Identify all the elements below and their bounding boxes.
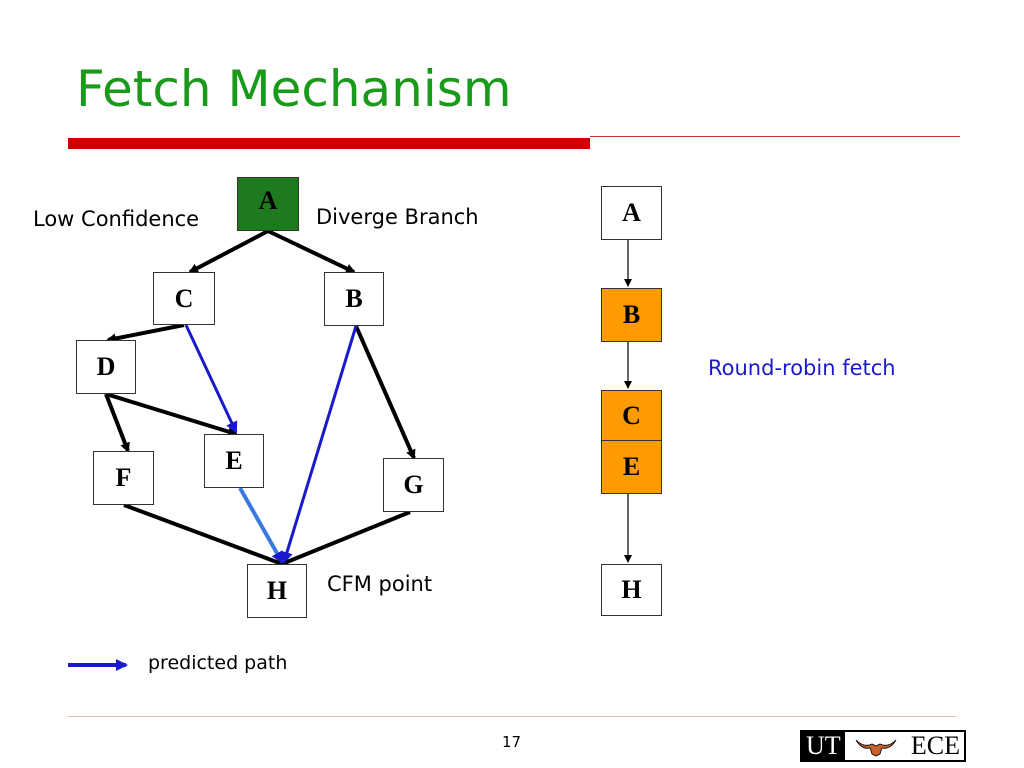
- node-f: F: [93, 451, 154, 505]
- fetch-node-h: H: [601, 564, 662, 616]
- footer-rule: [68, 716, 956, 717]
- edge-a-b: [267, 229, 356, 274]
- logo-ece-text: ECE: [906, 731, 964, 760]
- label-diverge-branch: Diverge Branch: [316, 205, 479, 229]
- edge-a-c: [188, 229, 269, 274]
- fetch-node-b: B: [601, 288, 662, 342]
- node-e: E: [204, 434, 264, 488]
- longhorn-icon: [844, 732, 907, 760]
- node-a: A: [237, 177, 299, 231]
- edge-f-h: [123, 503, 283, 566]
- node-h: H: [247, 564, 307, 618]
- legend-predicted-path: predicted path: [148, 652, 288, 674]
- edge-d-e: [105, 392, 238, 437]
- node-c: C: [153, 272, 215, 325]
- edge-c-e-predicted: [184, 324, 238, 434]
- edge-g-h: [281, 510, 411, 566]
- edge-b-h-predicted: [281, 325, 358, 564]
- title-underline-thick: [68, 138, 590, 149]
- label-low-confidence: Low Confidence: [33, 207, 200, 231]
- node-b: B: [324, 272, 384, 326]
- fetch-node-e: E: [601, 440, 662, 494]
- label-round-robin-fetch: Round-robin fetch: [708, 356, 896, 380]
- slide-title: Fetch Mechanism: [76, 60, 512, 118]
- edge-d-f: [104, 393, 130, 453]
- node-d: D: [76, 340, 136, 394]
- label-cfm-point: CFM point: [327, 572, 433, 596]
- title-underline-thin: [590, 136, 960, 137]
- logo-ut-text: UT: [802, 731, 845, 760]
- node-g: G: [383, 458, 444, 512]
- edge-c-d: [106, 323, 185, 344]
- edge-b-g: [354, 325, 416, 460]
- fetch-node-c: C: [601, 390, 662, 442]
- fetch-node-a: A: [601, 186, 662, 240]
- page-number: 17: [502, 733, 522, 751]
- edge-e-h-predicted: [238, 487, 284, 564]
- ut-ece-logo: UT ECE: [800, 730, 966, 762]
